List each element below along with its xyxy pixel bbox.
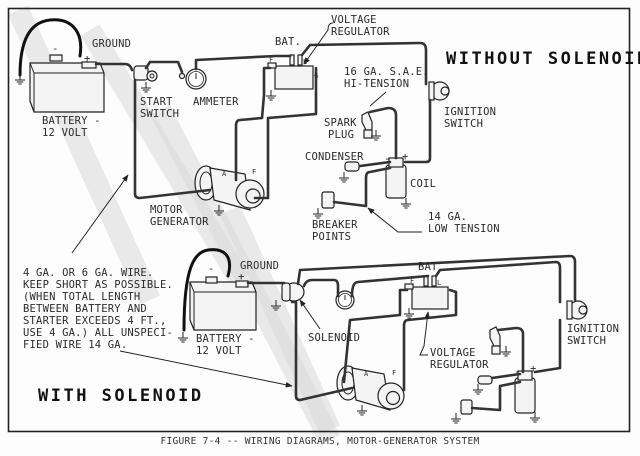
battery-label-bottom-2: 12 VOLT	[196, 345, 242, 357]
ignition-switch-label-top-1: IGNITION	[444, 106, 496, 118]
battery-label-bottom-1: BATTERY -	[196, 333, 255, 345]
spark-plug-top	[361, 111, 382, 141]
terminal-a-bottom: A	[364, 370, 369, 378]
top-diagram: GROUND - + BATTERY - 12 VOLT START SWITC…	[14, 14, 640, 243]
breaker-points-label-1: BREAKER	[312, 219, 358, 231]
figure-frame	[7, 7, 631, 433]
voltage-regulator-leader	[303, 22, 334, 65]
ground-cable-top	[18, 18, 83, 77]
low-tension-leader	[367, 207, 422, 233]
voltage-regulator-label-top-1: VOLTAGE	[331, 14, 377, 26]
coil-minus-bottom: -	[514, 366, 521, 378]
bat-label-top: BAT.	[275, 36, 301, 48]
voltage-regulator-label-bottom-2: REGULATOR	[430, 359, 489, 371]
note-line-7: FIED WIRE 14 GA.	[23, 339, 127, 351]
motor-generator-bottom	[336, 365, 405, 416]
voltage-regulator-label-top-2: REGULATOR	[331, 26, 390, 38]
condenser-label: CONDENSER	[305, 151, 364, 163]
solenoid-leader	[299, 299, 321, 330]
low-tension-label-1: 14 GA.	[428, 211, 467, 223]
ammeter-label: AMMETER	[193, 96, 239, 108]
battery-top	[29, 54, 105, 113]
terminal-l-top: L	[303, 58, 307, 66]
ammeter-bottom	[335, 290, 355, 310]
low-tension-label-2: LOW TENSION	[428, 223, 500, 235]
note-line-3: (WHEN TOTAL LENGTH	[23, 291, 140, 303]
note-arrow-right	[119, 350, 293, 388]
watermark	[7, 5, 341, 446]
battery-minus-bottom: -	[208, 263, 215, 275]
start-switch	[133, 65, 158, 93]
coil-bottom	[514, 370, 541, 423]
coil-label: COIL	[410, 178, 436, 190]
terminal-f-bottom: F	[410, 277, 414, 285]
note-line-1: 4 GA. OR 6 GA. WIRE.	[23, 267, 153, 279]
breaker-points-top	[312, 191, 335, 219]
battery-minus-top: -	[52, 43, 59, 55]
title-with-solenoid: WITH SOLENOID	[38, 386, 204, 406]
battery-label-top-2: 12 VOLT	[42, 127, 88, 139]
ground-cable-bottom	[182, 248, 231, 332]
spark-plug-label-2: PLUG	[328, 129, 354, 141]
ignition-switch-bottom	[566, 300, 588, 320]
terminal-f-gen-top: F	[252, 168, 256, 176]
battery-plus-bottom: +	[238, 271, 245, 283]
terminal-f-gen-bottom: F	[392, 369, 396, 377]
condenser-top	[338, 161, 360, 183]
hi-tension-leader	[369, 91, 387, 107]
motor-generator-label-2: GENERATOR	[150, 216, 209, 228]
breaker-points-label-2: POINTS	[312, 231, 351, 243]
terminal-f-top: F	[269, 56, 273, 64]
title-without-solenoid: WITHOUT SOLENOID	[446, 49, 640, 69]
voltage-regulator-leader-bottom	[419, 311, 431, 356]
spark-plug-label-1: SPARK	[324, 117, 357, 129]
voltage-regulator-bottom	[403, 275, 449, 319]
motor-generator-label-1: MOTOR	[150, 204, 183, 216]
bottom-diagram: GROUND + - BATTERY - 12 VOLT SOLENOID BA…	[38, 248, 619, 424]
note-line-2: KEEP SHORT AS POSSIBLE.	[23, 279, 173, 291]
terminal-a-top: A	[222, 170, 227, 178]
wires-top	[94, 41, 432, 208]
battery-plus-top: +	[84, 53, 91, 65]
solenoid-label: SOLENOID	[308, 332, 360, 344]
figure-caption: FIGURE 7-4 -- WIRING DIAGRAMS, MOTOR-GEN…	[160, 436, 479, 447]
ignition-switch-top	[428, 81, 450, 101]
hi-tension-label-2: HI-TENSION	[344, 78, 409, 90]
note-line-5: STARTER EXCEEDS 4 FT.,	[23, 315, 166, 327]
note-arrow-up	[71, 174, 129, 254]
battery-bottom	[189, 276, 257, 331]
wires-bottom	[246, 254, 577, 412]
bat-label-bottom: BAT	[418, 261, 438, 273]
spark-plug-bottom	[489, 326, 512, 357]
start-switch-label-2: SWITCH	[140, 108, 179, 120]
hi-tension-label-1: 16 GA. S.A.E.	[344, 66, 429, 78]
note-line-4: BETWEEN BATTERY AND	[23, 303, 147, 315]
ignition-switch-label-top-2: SWITCH	[444, 118, 483, 130]
ground-label-top: GROUND	[92, 38, 131, 50]
solenoid	[270, 282, 305, 311]
terminal-g-top: G	[314, 72, 318, 80]
voltage-regulator-top	[265, 54, 314, 101]
terminal-l-bottom: L	[437, 279, 441, 287]
start-switch-label-1: START	[140, 96, 173, 108]
battery-label-top-1: BATTERY -	[42, 115, 101, 127]
voltage-regulator-label-bottom-1: VOLTAGE	[430, 347, 476, 359]
coil-minus-top: -	[384, 153, 391, 165]
ground-label-bottom: GROUND	[240, 260, 279, 272]
condenser-bottom	[472, 375, 493, 395]
motor-generator-top	[194, 165, 265, 216]
note-line-6: USE 4 GA.) ALL UNSPECI-	[23, 327, 173, 339]
breaker-points-bottom	[450, 399, 473, 424]
ignition-switch-label-bottom-1: IGNITION	[567, 323, 619, 335]
ammeter	[178, 68, 207, 90]
coil-plus-bottom: +	[530, 363, 537, 375]
ignition-switch-label-bottom-2: SWITCH	[567, 335, 606, 347]
coil-plus-top: +	[402, 151, 409, 163]
wire-gauge-note: 4 GA. OR 6 GA. WIRE. KEEP SHORT AS POSSI…	[23, 174, 293, 388]
coil-top	[385, 157, 412, 209]
